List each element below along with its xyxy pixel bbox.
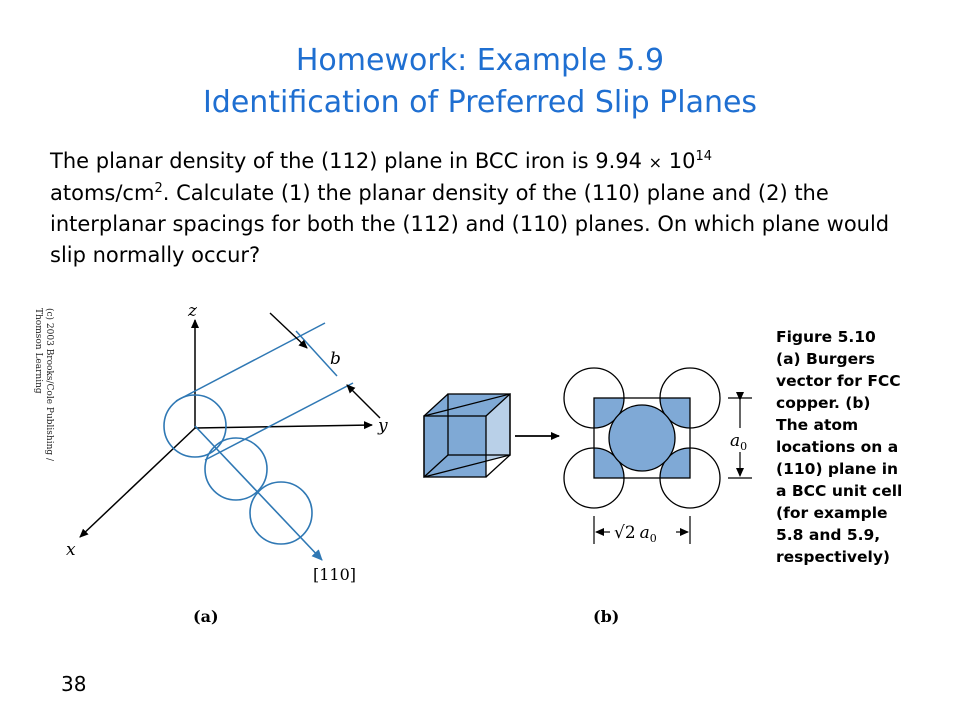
a0-dimension [728,392,752,479]
problem-text-part1: The planar density of the (112) plane in… [50,149,649,173]
times-symbol: × [648,153,663,172]
plane-atom-center [608,404,676,472]
burgers-vector-label: b [330,349,341,369]
slip-line-upper [175,322,326,402]
slip-line-cross [295,330,338,377]
problem-exponent: 14 [695,149,713,164]
plane-atom-top-right [659,367,721,429]
caption-line: The atom [776,416,859,434]
caption-line: a BCC unit cell [776,482,903,500]
y-axis-label: y [377,416,388,436]
problem-base: 10 [662,149,696,173]
title-line-2: Identification of Preferred Slip Planes [202,85,758,120]
cube-wireframe [423,393,511,478]
atom-circle-1 [163,394,227,458]
caption-line: locations on a [776,438,899,456]
plane-atom-top-left [563,367,625,429]
caption-line: (110) plane in [776,460,899,478]
a0-label: a0 [730,431,747,453]
problem-text-part2: atoms/cm [50,181,155,205]
z-axis-label: z [187,301,198,321]
caption-line: (a) Burgers [776,350,875,368]
direction-110-arrow [194,425,323,561]
problem-exponent2: 2 [154,181,163,196]
caption-line: respectively) [776,548,891,566]
y-axis [194,421,373,430]
sqrt2-a0-dimension [593,516,691,544]
panel-b-label: (b) [593,607,619,626]
problem-statement: The planar density of the (112) plane in… [50,146,930,271]
plane-outline [593,397,691,479]
plane-atom-bottom-left [563,447,625,509]
caption-line: 5.8 and 5.9, [776,526,881,544]
title-line-1: Homework: Example 5.9 [295,43,665,78]
problem-text-part3: . Calculate (1) the planar density of th… [50,181,890,267]
burgers-arrow-bottom [346,384,381,419]
caption-line: copper. (b) [776,394,871,412]
page-number: 38 [61,672,87,696]
caption-line: vector for FCC [776,372,901,390]
burgers-arrow-top [269,312,308,349]
atom-circle-2 [204,437,268,501]
panel-a: z y x [110] b (a) [66,301,388,626]
plane-shaded-region [594,398,690,478]
caption-line: (for example [776,504,888,522]
figure-credit: (c) 2003 Brooks/Cole Publishing / Thomso… [33,308,54,462]
plane-atom-bottom-right [659,447,721,509]
atom-circle-3 [249,481,313,545]
caption-line: Figure 5.10 [776,328,876,346]
figure-caption: Figure 5.10 (a) Burgers vector for FCC c… [776,326,948,568]
slip-line-lower [204,382,354,461]
direction-110-label: [110] [313,565,356,584]
panel-a-label: (a) [193,607,219,626]
x-axis-label: x [66,540,76,560]
slide-title: Homework: Example 5.9 Identification of … [0,40,960,124]
x-axis [79,427,196,538]
